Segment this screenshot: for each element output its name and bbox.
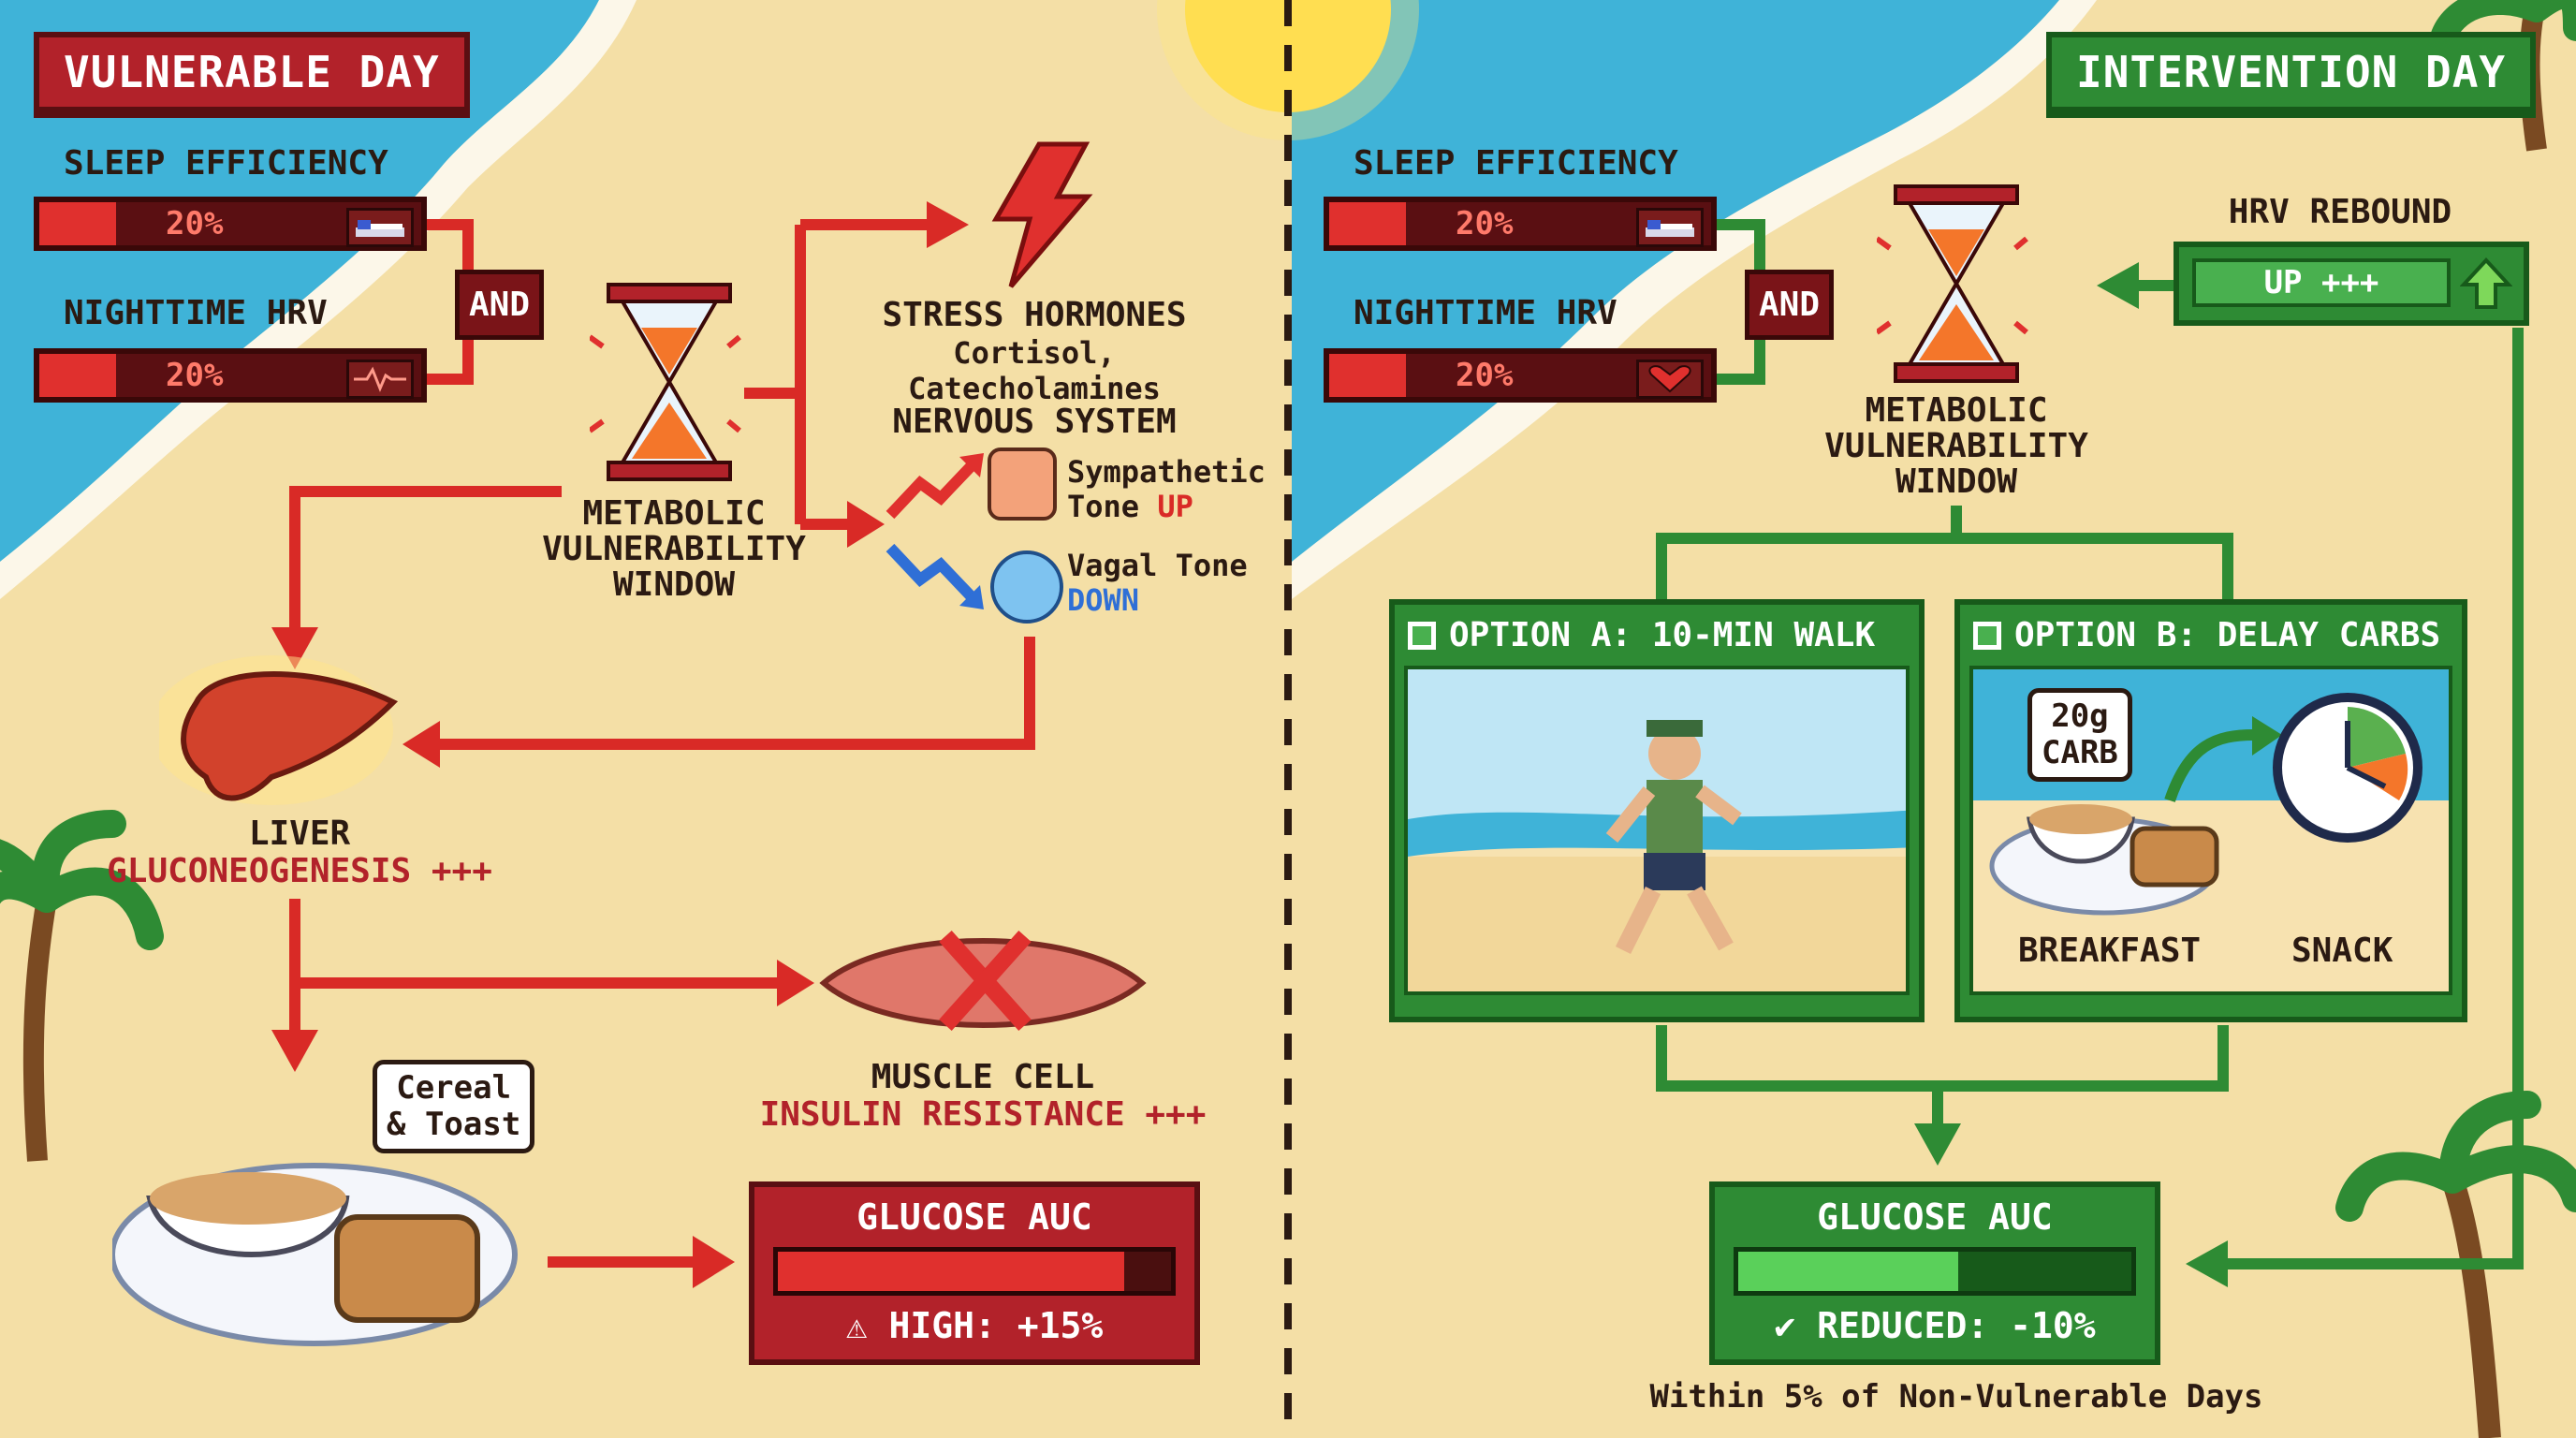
fist-icon [988, 448, 1057, 521]
sleep-efficiency-value: 20% [166, 205, 224, 242]
nighttime-hrv-value: 20% [1456, 357, 1514, 394]
sleep-efficiency-value: 20% [1456, 205, 1514, 242]
glucose-auc-reduced-panel: GLUCOSE AUC ✔ REDUCED: -10% [1709, 1181, 2160, 1365]
bed-icon [1636, 208, 1704, 247]
runner-icon [1408, 669, 1906, 991]
option-b-label: OPTION B: DELAY CARBS [2014, 616, 2441, 654]
glucose-auc-fill [778, 1252, 1124, 1291]
vagal-tone-label: Vagal Tone [1067, 548, 1248, 583]
liver-gluconeogenesis: GLUCONEOGENESIS +++ [107, 852, 492, 890]
vagal-down-value: DOWN [1067, 581, 1140, 618]
sleep-efficiency-meter: 20% [1324, 197, 1717, 251]
glucose-auc-title: GLUCOSE AUC [856, 1196, 1092, 1238]
bed-icon [346, 208, 414, 247]
glucose-auc-reduced: REDUCED: -10% [1817, 1305, 2096, 1346]
lightning-icon [991, 141, 1093, 288]
calm-face-icon [990, 550, 1063, 624]
meal-plate [112, 1163, 518, 1346]
liver-title: LIVER [248, 814, 351, 853]
checkbox-icon [1408, 621, 1436, 650]
option-a-card: OPTION A: 10-MIN WALK [1389, 599, 1925, 1022]
carb-speech-bubble: 20g CARB [2027, 688, 2132, 783]
up-arrow-icon [2460, 257, 2512, 309]
glucose-auc-bar [1734, 1247, 2136, 1296]
sleep-efficiency-label: SLEEP EFFICIENCY [64, 144, 388, 183]
heartbeat-icon [346, 360, 414, 399]
hourglass-icon [1877, 184, 2028, 383]
sleep-efficiency-fill [1329, 202, 1406, 245]
bowl-icon [146, 1172, 350, 1257]
check-icon: ✔ [1774, 1305, 1796, 1346]
metabolic-window-label: METABOLIC VULNERABILITY WINDOW [542, 494, 806, 604]
nighttime-hrv-fill [1329, 354, 1406, 397]
hrv-rebound-label: HRV REBOUND [2228, 193, 2452, 231]
sleep-efficiency-meter: 20% [34, 197, 427, 251]
bowl-icon [1989, 804, 2219, 916]
sleep-efficiency-fill [39, 202, 116, 245]
toast-icon [334, 1214, 480, 1323]
liver-icon [159, 655, 399, 805]
nighttime-hrv-label: NIGHTTIME HRV [64, 294, 328, 332]
nighttime-hrv-fill [39, 354, 116, 397]
stress-hormones-title: STRESS HORMONES [882, 296, 1187, 334]
clock-icon [2273, 693, 2422, 843]
palm-tree-icon [0, 810, 164, 1162]
toast-icon [2130, 826, 2219, 888]
checkbox-icon [1973, 621, 2001, 650]
nighttime-hrv-meter: 20% [34, 348, 427, 403]
tone-label: Tone [1067, 488, 1158, 524]
meal-label-1: Cereal [396, 1069, 512, 1107]
stress-hormones-sub: Cortisol, Catecholamines [908, 335, 1161, 406]
hrv-rebound-value: UP +++ [2192, 258, 2451, 307]
x-icon [939, 930, 1032, 1032]
intervention-day-title: INTERVENTION DAY [2046, 32, 2537, 112]
hrv-rebound-panel: UP +++ [2174, 242, 2529, 326]
sleep-efficiency-label: SLEEP EFFICIENCY [1354, 144, 1678, 183]
snack-label: SNACK [2291, 932, 2393, 970]
muscle-title: MUSCLE CELL [871, 1058, 1095, 1096]
and-operator: AND [1745, 270, 1835, 340]
walk-scene [1404, 666, 1910, 995]
nighttime-hrv-label: NIGHTTIME HRV [1354, 294, 1617, 332]
option-a-label: OPTION A: 10-MIN WALK [1449, 616, 1876, 654]
option-b-card: OPTION B: DELAY CARBS 20g CARB BREAKFAST… [1954, 599, 2467, 1022]
meal-label-2: & Toast [387, 1106, 521, 1144]
muscle-icon [819, 930, 1147, 1032]
metabolic-window-label: METABOLIC VULNERABILITY WINDOW [1824, 391, 2088, 501]
breakfast-label: BREAKFAST [2018, 932, 2202, 970]
nighttime-hrv-meter: 20% [1324, 348, 1717, 403]
glucose-auc-high: HIGH: +15% [888, 1305, 1104, 1346]
delay-carbs-scene: 20g CARB BREAKFAST SNACK [1969, 666, 2452, 995]
hourglass-icon [590, 283, 741, 481]
nervous-system-title: NERVOUS SYSTEM [892, 403, 1177, 441]
footnote: Within 5% of Non-Vulnerable Days [1649, 1378, 2263, 1416]
muscle-insulin-resistance: INSULIN RESISTANCE +++ [759, 1095, 1207, 1134]
delay-carbs-art [1973, 669, 2449, 991]
vulnerable-day-title: VULNERABLE DAY [34, 32, 470, 112]
carb-amount: 20g [2051, 697, 2109, 735]
and-operator: AND [455, 270, 545, 340]
glucose-auc-title: GLUCOSE AUC [1817, 1196, 2053, 1238]
heart-icon [1636, 360, 1704, 399]
sympathetic-up-arrow [886, 453, 984, 520]
glucose-auc-fill [1738, 1252, 1959, 1291]
tone-up-value: UP [1157, 488, 1193, 524]
meal-speech-bubble: Cereal & Toast [373, 1060, 535, 1154]
nighttime-hrv-value: 20% [166, 357, 224, 394]
vagal-down-arrow [886, 543, 984, 609]
warning-icon: ⚠ [845, 1305, 868, 1346]
sympathetic-label: Sympathetic [1067, 454, 1266, 490]
carb-unit: CARB [2042, 734, 2118, 772]
glucose-auc-bar [773, 1247, 1176, 1296]
glucose-auc-high-panel: GLUCOSE AUC ⚠ HIGH: +15% [749, 1181, 1200, 1365]
